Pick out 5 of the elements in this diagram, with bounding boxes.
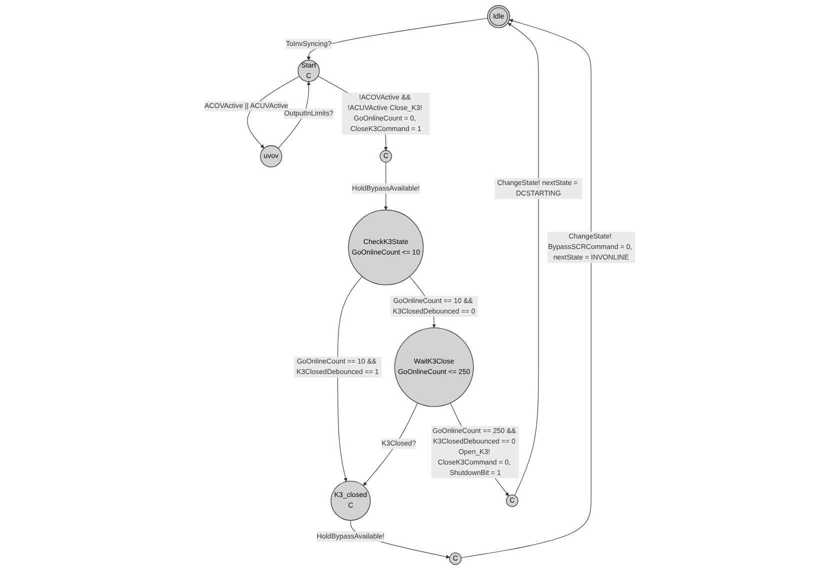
- arrow: [337, 276, 362, 482]
- arrow: [460, 18, 592, 558]
- arrow: [306, 18, 488, 60]
- arrow: [507, 22, 539, 496]
- arrow: [362, 402, 418, 486]
